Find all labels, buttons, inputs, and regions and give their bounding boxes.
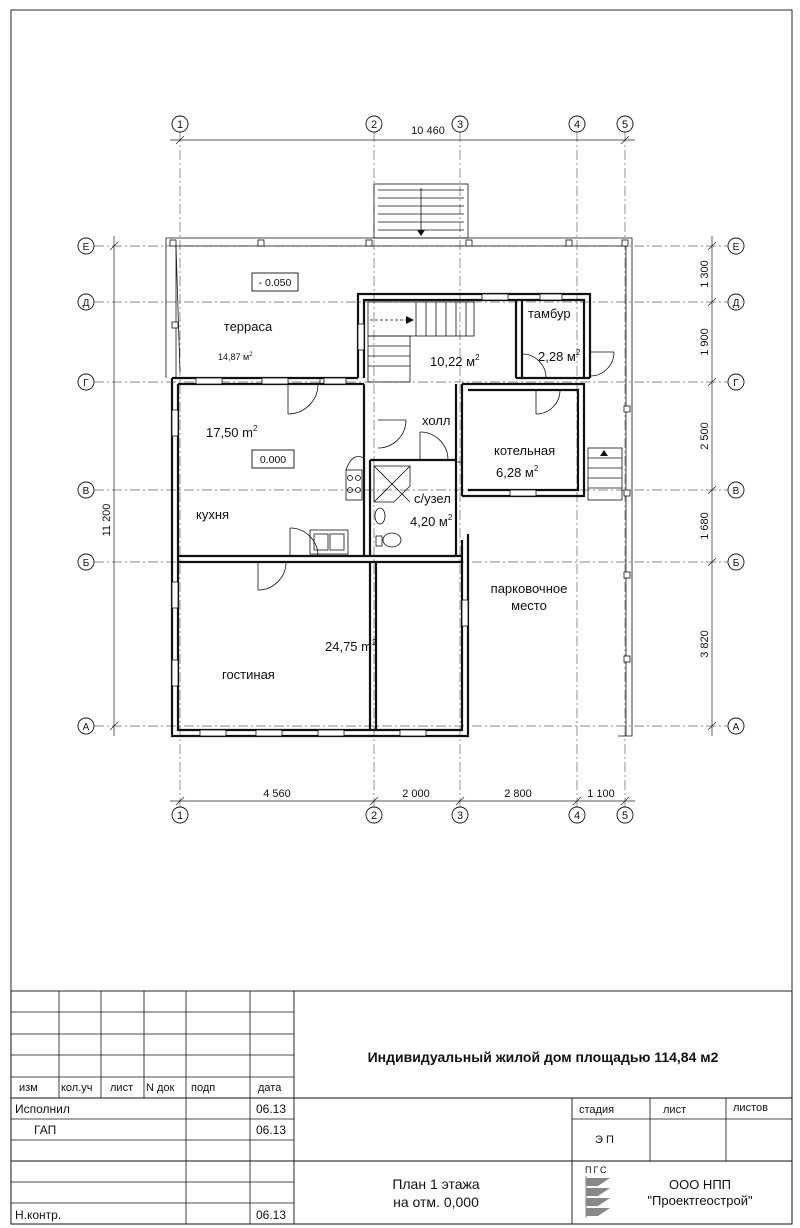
- date-gap: 06.13: [256, 1123, 286, 1137]
- axis-label: 4: [574, 119, 580, 131]
- axis-label: Б: [733, 558, 740, 569]
- windows: [171, 293, 563, 737]
- boiler-name: котельная: [494, 443, 555, 458]
- dimension-label: 1 100: [587, 788, 615, 800]
- date-performed: 06.13: [256, 1102, 286, 1116]
- dimension-label: 1 680: [699, 512, 711, 540]
- axis-label: В: [83, 486, 90, 497]
- axis-label: А: [733, 722, 740, 733]
- terrace-deck: [165, 237, 633, 737]
- axis-label: 1: [177, 119, 183, 131]
- axis-label: 5: [622, 810, 628, 822]
- axis-label: Д: [733, 298, 740, 309]
- company-logo: ПГС: [585, 1165, 610, 1218]
- axis-bubbles-right: Е Д Г В Б А: [727, 237, 745, 735]
- role-gap: ГАП: [34, 1123, 56, 1137]
- level-marks: - 0.050 0.000: [251, 272, 299, 469]
- sheets-label: листов: [733, 1102, 768, 1114]
- parking-label-2: место: [511, 598, 547, 613]
- title-block: изм кол.уч лист N док подп дата Исполнил…: [10, 990, 793, 1225]
- dimension-label: 2 500: [699, 422, 711, 450]
- sheet-frame: [10, 9, 793, 1225]
- axis-label: 3: [457, 119, 463, 131]
- dimension-label: 2 000: [402, 788, 430, 800]
- project-title: Индивидуальный жилой дом площадью 114,84…: [368, 1049, 719, 1065]
- header-date: дата: [258, 1082, 282, 1094]
- axis-label: Д: [83, 298, 90, 309]
- living-name: гостиная: [222, 667, 275, 682]
- logo-text: ПГС: [585, 1165, 608, 1175]
- role-performed: Исполнил: [15, 1102, 70, 1116]
- axis-label: 2: [371, 119, 377, 131]
- header-list: лист: [110, 1082, 133, 1094]
- role-norm-control: Н.контр.: [15, 1208, 61, 1222]
- axis-label: Г: [83, 378, 89, 389]
- terrace-area: 14,87 м2: [218, 352, 253, 362]
- stage-value: Э П: [595, 1134, 614, 1146]
- dimension-label: 10 460: [411, 125, 445, 137]
- vestibule-area: 2,28 м2: [538, 348, 581, 364]
- dimension-label: 3 820: [699, 630, 711, 658]
- dimension-right: 1 300 1 900 2 500 1 680 3 820: [699, 236, 717, 736]
- axis-label: В: [733, 486, 740, 497]
- header-podp: подп: [191, 1082, 215, 1094]
- axis-label: 4: [574, 810, 580, 822]
- axis-bubbles-left: Е Д Г В Б А: [77, 237, 95, 735]
- dimension-label: 2 800: [504, 788, 532, 800]
- fixtures: [309, 456, 411, 555]
- sheet-label: лист: [663, 1104, 686, 1116]
- axis-bubbles-bottom: 1 2 3 4 5: [171, 806, 634, 824]
- dimension-bottom: 4 560 2 000 2 800 1 100: [170, 788, 635, 806]
- axis-label: 1: [177, 810, 183, 822]
- hall-area: 10,22 м2: [430, 353, 480, 369]
- kitchen-name: кухня: [196, 507, 229, 522]
- axis-label: Г: [733, 378, 739, 389]
- entrance-stairs: [373, 183, 469, 239]
- header-kol-uch: кол.уч: [61, 1082, 93, 1094]
- org-name-line2: "Проектгеострой": [647, 1193, 753, 1208]
- axis-label: 5: [622, 119, 628, 131]
- room-labels: терраса 14,87 м2 17,50 m2 кухня 10,22 м2…: [196, 306, 581, 682]
- stage-label: стадия: [579, 1104, 614, 1116]
- wc-area: 4,20 м2: [410, 513, 453, 529]
- interior-staircase: [367, 301, 475, 383]
- vestibule-name: тамбур: [528, 306, 571, 321]
- drawing-title-line1: План 1 этажа: [392, 1176, 480, 1192]
- axis-label: 3: [457, 810, 463, 822]
- dimension-label: 1 900: [699, 328, 711, 356]
- header-doc-no: N док: [146, 1082, 175, 1094]
- kitchen-area: 17,50 m2: [206, 424, 258, 440]
- axis-label: А: [83, 722, 90, 733]
- axis-label: Е: [733, 242, 740, 253]
- terrace-name: терраса: [224, 319, 273, 334]
- axis-bubbles-top: 1 2 3 4 5: [171, 115, 634, 133]
- kitchen-level: 0.000: [260, 454, 286, 466]
- axis-label: Б: [83, 558, 90, 569]
- dimension-label: 11 200: [101, 504, 113, 537]
- hall-name: холл: [422, 413, 450, 428]
- terrace-level: - 0.050: [259, 277, 292, 289]
- dimension-left: 11 200: [101, 236, 119, 736]
- side-stairs: [587, 447, 623, 501]
- living-area: 24,75 m2: [325, 638, 377, 654]
- doors: [257, 351, 615, 591]
- date-norm-control: 06.13: [256, 1208, 286, 1222]
- parking-label-1: парковочное: [491, 581, 568, 596]
- drawing-title-line2: на отм. 0,000: [393, 1194, 479, 1210]
- axis-label: Е: [83, 242, 90, 253]
- dimension-label: 1 300: [699, 260, 711, 288]
- header-izm: изм: [19, 1082, 38, 1094]
- axis-grid: [94, 132, 730, 810]
- wc-name: с/узел: [414, 491, 451, 506]
- boiler-area: 6,28 м2: [496, 464, 539, 480]
- dimension-label: 4 560: [263, 788, 291, 800]
- dimension-top: 10 460: [170, 125, 635, 145]
- org-name-line1: ООО НПП: [669, 1177, 731, 1192]
- axis-label: 2: [371, 810, 377, 822]
